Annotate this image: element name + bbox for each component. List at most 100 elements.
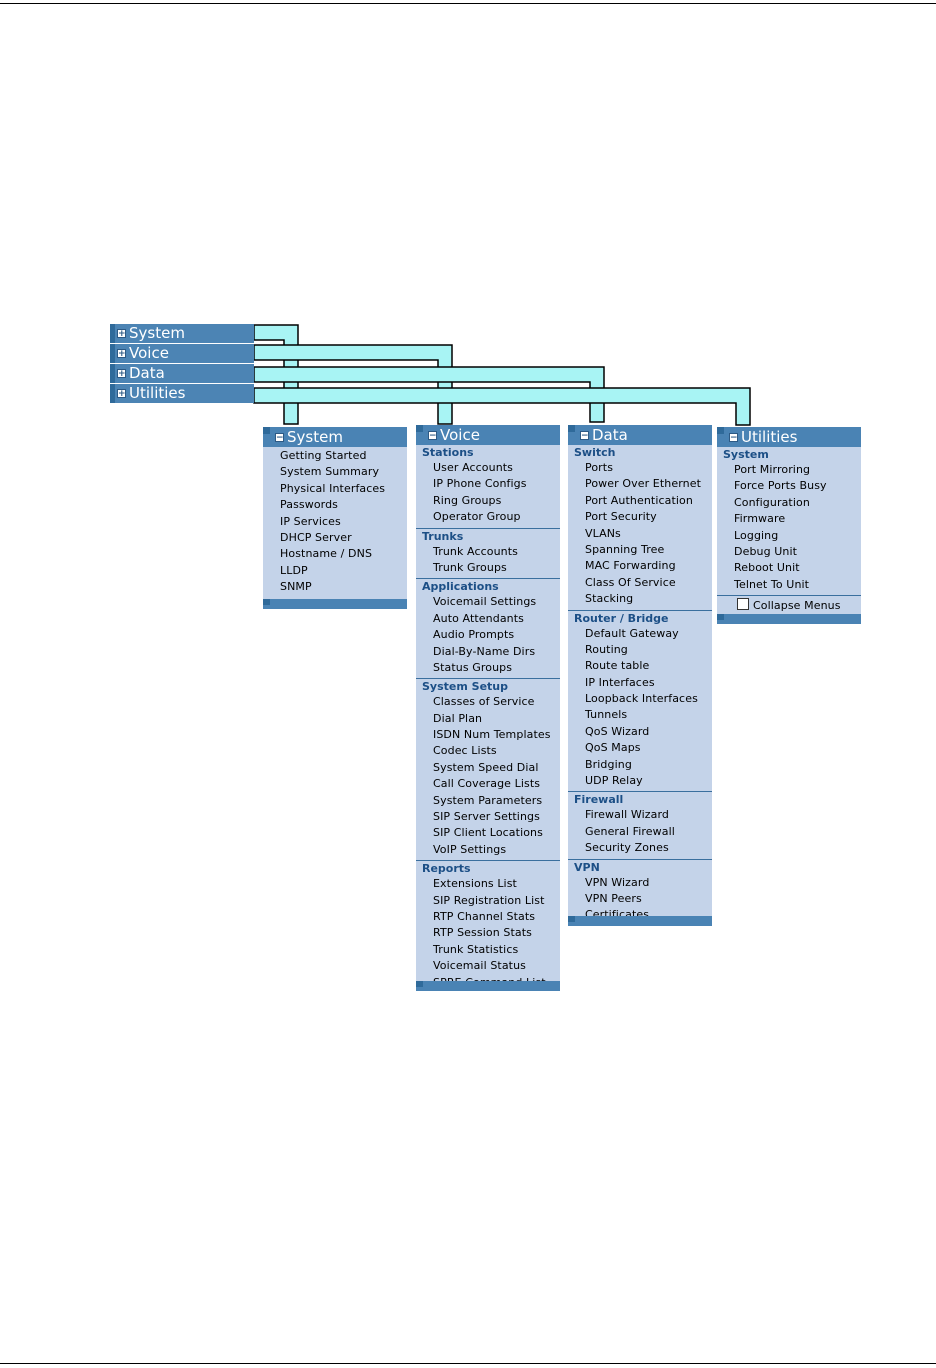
section-heading-vpn: VPN bbox=[574, 860, 600, 874]
menu-item-status-groups[interactable]: Status Groups bbox=[433, 660, 513, 674]
menu-item-security-zones[interactable]: Security Zones bbox=[585, 841, 669, 855]
menu-item-snmp[interactable]: SNMP bbox=[280, 580, 312, 594]
collapse-icon: − bbox=[580, 430, 589, 441]
section-heading-system-setup: System Setup bbox=[422, 680, 508, 694]
collapse-icon: − bbox=[729, 432, 738, 443]
menu-item-firewall-wizard[interactable]: Firewall Wizard bbox=[585, 808, 669, 822]
separator bbox=[717, 595, 861, 597]
menu-item-dial-plan[interactable]: Dial Plan bbox=[433, 711, 483, 725]
menu-item-voicemail-status[interactable]: Voicemail Status bbox=[433, 959, 526, 973]
menu-item-extensions-list[interactable]: Extensions List bbox=[433, 877, 517, 891]
panel-footer bbox=[717, 614, 861, 624]
menu-item-passwords[interactable]: Passwords bbox=[280, 498, 339, 512]
menu-item-trunk-statistics[interactable]: Trunk Statistics bbox=[433, 942, 519, 956]
menu-item-system-speed-dial[interactable]: System Speed Dial bbox=[433, 760, 539, 774]
menu-item-ring-groups[interactable]: Ring Groups bbox=[433, 493, 502, 507]
menu-item-physical-interfaces[interactable]: Physical Interfaces bbox=[280, 481, 386, 495]
expand-icon: + bbox=[117, 349, 126, 359]
top-rule bbox=[0, 3, 936, 4]
menu-item-tunnels[interactable]: Tunnels bbox=[585, 708, 628, 722]
menu-item-trunk-accounts[interactable]: Trunk Accounts bbox=[433, 544, 518, 558]
menu-item-route-table[interactable]: Route table bbox=[585, 659, 650, 673]
separator bbox=[416, 527, 560, 529]
collapsed-system[interactable]: +System bbox=[110, 324, 254, 343]
collapsed-data[interactable]: +Data bbox=[110, 364, 254, 383]
menu-item-port-authentication[interactable]: Port Authentication bbox=[585, 493, 693, 507]
menu-item-firmware[interactable]: Firmware bbox=[734, 512, 786, 526]
collapse-menus-option[interactable]: Collapse Menus bbox=[717, 598, 861, 614]
menu-item-power-over-ethernet[interactable]: Power Over Ethernet bbox=[585, 477, 701, 491]
panel-footer bbox=[568, 916, 712, 926]
menu-item-classes-of-service[interactable]: Classes of Service bbox=[433, 695, 535, 709]
menu-item-ports[interactable]: Ports bbox=[585, 461, 614, 474]
menu-item-telnet-to-unit[interactable]: Telnet To Unit bbox=[734, 577, 810, 591]
menu-item-system-summary[interactable]: System Summary bbox=[280, 465, 380, 479]
menu-item-ip-phone-configs[interactable]: IP Phone Configs bbox=[433, 477, 527, 491]
menu-item-getting-started[interactable]: Getting Started bbox=[280, 449, 367, 462]
section-heading-reports: Reports bbox=[422, 862, 471, 876]
menu-item-force-ports-busy[interactable]: Force Ports Busy bbox=[734, 479, 827, 493]
collapse-menus-checkbox[interactable] bbox=[737, 598, 749, 611]
data-panel-header[interactable]: −Data bbox=[568, 425, 712, 445]
menu-item-voip-settings[interactable]: VoIP Settings bbox=[433, 842, 507, 856]
panel-footer bbox=[263, 599, 407, 609]
menu-item-hostname-dns[interactable]: Hostname / DNS bbox=[280, 547, 373, 561]
menu-item-logging[interactable]: Logging bbox=[734, 528, 779, 542]
menu-item-port-mirroring[interactable]: Port Mirroring bbox=[734, 463, 811, 476]
voice-panel-header[interactable]: −Voice bbox=[416, 425, 560, 445]
menu-item-sip-client-locations[interactable]: SIP Client Locations bbox=[433, 826, 543, 840]
menu-item-qos-wizard[interactable]: QoS Wizard bbox=[585, 724, 650, 738]
menu-item-class-of-service[interactable]: Class Of Service bbox=[585, 575, 676, 589]
menu-item-udp-relay[interactable]: UDP Relay bbox=[585, 774, 643, 788]
menu-item-default-gateway[interactable]: Default Gateway bbox=[585, 626, 679, 640]
menu-item-auto-attendants[interactable]: Auto Attendants bbox=[433, 611, 524, 625]
menu-item-stacking[interactable]: Stacking bbox=[585, 592, 634, 606]
menu-item-lldp[interactable]: LLDP bbox=[280, 563, 308, 577]
system-panel-header[interactable]: −System bbox=[263, 427, 407, 447]
menu-item-reboot-unit[interactable]: Reboot Unit bbox=[734, 561, 800, 575]
collapsed-voice[interactable]: +Voice bbox=[110, 344, 254, 363]
menu-item-call-coverage-lists[interactable]: Call Coverage Lists bbox=[433, 777, 541, 791]
menu-item-user-accounts[interactable]: User Accounts bbox=[433, 461, 514, 474]
menu-item-sip-server-settings[interactable]: SIP Server Settings bbox=[433, 810, 540, 824]
menu-item-operator-group[interactable]: Operator Group bbox=[433, 510, 521, 524]
collapsed-menu: +System +Voice +Data +Utilities bbox=[110, 324, 254, 404]
collapsed-utilities[interactable]: +Utilities bbox=[110, 384, 254, 403]
menu-item-vlans[interactable]: VLANs bbox=[585, 526, 621, 540]
menu-item-dhcp-server[interactable]: DHCP Server bbox=[280, 530, 352, 544]
menu-item-routing[interactable]: Routing bbox=[585, 642, 628, 656]
expand-icon: + bbox=[117, 329, 126, 339]
menu-item-debug-unit[interactable]: Debug Unit bbox=[734, 544, 798, 558]
section-heading-trunks: Trunks bbox=[422, 529, 464, 543]
menu-item-port-security[interactable]: Port Security bbox=[585, 510, 657, 524]
menu-item-general-firewall[interactable]: General Firewall bbox=[585, 824, 675, 838]
section-heading-firewall: Firewall bbox=[574, 793, 624, 807]
section-heading-applications: Applications bbox=[422, 580, 499, 594]
menu-item-isdn-num-templates[interactable]: ISDN Num Templates bbox=[433, 728, 551, 742]
section-heading-stations: Stations bbox=[422, 446, 474, 459]
section-heading-system: System bbox=[723, 448, 769, 461]
menu-item-vpn-peers[interactable]: VPN Peers bbox=[585, 891, 642, 905]
menu-item-ip-interfaces[interactable]: IP Interfaces bbox=[585, 675, 655, 689]
menu-item-rtp-channel-stats[interactable]: RTP Channel Stats bbox=[433, 909, 536, 923]
menu-item-spanning-tree[interactable]: Spanning Tree bbox=[585, 542, 665, 556]
menu-item-rtp-session-stats[interactable]: RTP Session Stats bbox=[433, 926, 532, 940]
menu-item-system-parameters[interactable]: System Parameters bbox=[433, 793, 543, 807]
menu-item-configuration[interactable]: Configuration bbox=[734, 495, 810, 509]
menu-item-ip-services[interactable]: IP Services bbox=[280, 514, 341, 528]
separator bbox=[416, 578, 560, 580]
menu-item-dial-by-name-dirs[interactable]: Dial-By-Name Dirs bbox=[433, 644, 536, 658]
menu-item-vpn-wizard[interactable]: VPN Wizard bbox=[585, 875, 650, 889]
menu-item-mac-forwarding[interactable]: MAC Forwarding bbox=[585, 559, 676, 573]
menu-item-qos-maps[interactable]: QoS Maps bbox=[585, 741, 641, 755]
utilities-panel-header[interactable]: −Utilities bbox=[717, 427, 861, 447]
menu-item-voicemail-settings[interactable]: Voicemail Settings bbox=[433, 595, 537, 609]
menu-item-bridging[interactable]: Bridging bbox=[585, 757, 632, 771]
separator bbox=[568, 609, 712, 611]
menu-item-codec-lists[interactable]: Codec Lists bbox=[433, 744, 497, 758]
menu-item-audio-prompts[interactable]: Audio Prompts bbox=[433, 628, 515, 642]
menu-item-sip-registration-list[interactable]: SIP Registration List bbox=[433, 893, 545, 907]
menu-item-loopback-interfaces[interactable]: Loopback Interfaces bbox=[585, 692, 698, 706]
menu-item-trunk-groups[interactable]: Trunk Groups bbox=[433, 560, 507, 574]
